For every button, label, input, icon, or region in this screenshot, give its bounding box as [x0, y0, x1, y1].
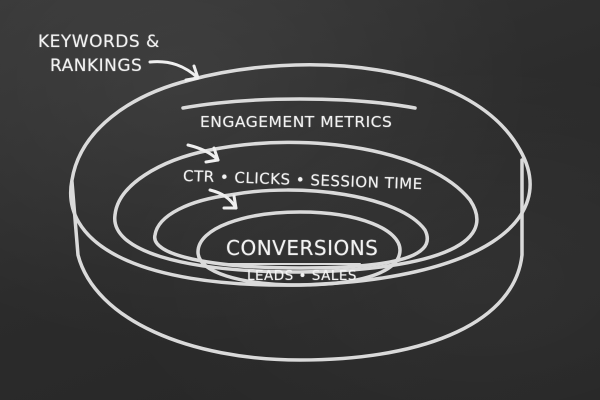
keywords-label-line1: KEYWORDS & — [38, 32, 160, 52]
outer-ring — [69, 63, 532, 287]
inner-ring — [153, 188, 429, 270]
conversions-details-label: LEADS • SALES — [247, 268, 357, 284]
arrow-icon — [148, 60, 200, 80]
engagement-top-arc — [181, 97, 417, 110]
core-ring — [196, 210, 402, 287]
outer-ring-side — [70, 158, 524, 362]
keywords-rankings-label: KEYWORDS & RANKINGS — [38, 30, 160, 78]
engagement-metrics-label: ENGAGEMENT METRICS — [200, 113, 393, 131]
middle-ring — [113, 140, 479, 274]
keywords-label-line2: RANKINGS — [50, 56, 143, 76]
conversions-label: CONVERSIONS — [226, 236, 379, 260]
